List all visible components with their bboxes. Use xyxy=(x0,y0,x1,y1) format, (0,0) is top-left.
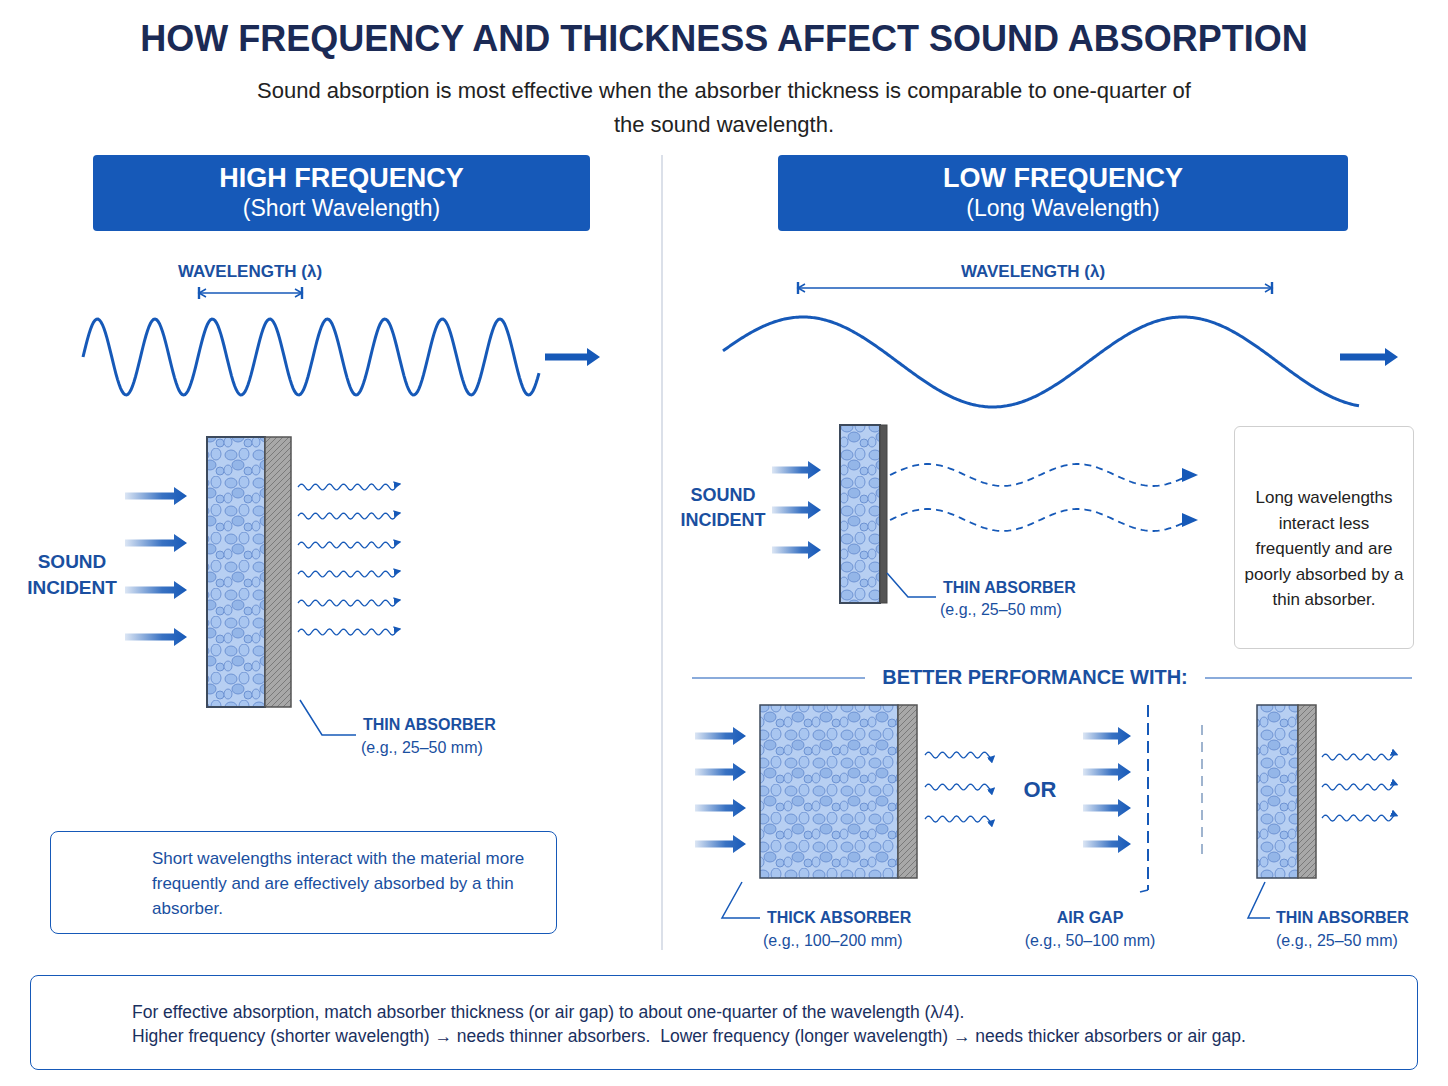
part-label: SOUND INCIDENT xyxy=(673,483,773,533)
transmitted-wave xyxy=(298,513,400,519)
section-header: HIGH FREQUENCY(Short Wavelength) xyxy=(93,155,590,231)
node-text: (Short Wavelength) xyxy=(103,193,580,223)
wavelength-bracket xyxy=(199,292,302,294)
incident-arrow xyxy=(125,581,187,599)
wavelength-bracket xyxy=(798,287,1272,289)
incident-arrow xyxy=(695,727,746,745)
transmitted-wave xyxy=(298,629,400,635)
incident-arrow xyxy=(1083,835,1131,853)
title: HOW FREQUENCY AND THICKNESS AFFECT SOUND… xyxy=(0,18,1448,60)
note-box: Long wavelengths interact less frequentl… xyxy=(1234,426,1414,649)
sound-wave xyxy=(83,319,539,395)
arrowhead xyxy=(1182,513,1198,527)
transmitted-wave xyxy=(925,816,994,822)
node-text: Long wavelengths interact less frequentl… xyxy=(1243,485,1405,613)
incident-arrow xyxy=(695,835,746,853)
incident-arrow xyxy=(125,628,187,646)
transmitted-wave xyxy=(1322,815,1397,821)
incident-arrow xyxy=(772,501,821,519)
transmitted-wave xyxy=(890,509,1190,531)
node-text: HIGH FREQUENCY xyxy=(103,163,580,193)
part-label: THIN ABSORBER xyxy=(363,714,496,736)
transmitted-wave xyxy=(298,600,400,606)
incident-arrow xyxy=(125,534,187,552)
node-text: LOW FREQUENCY xyxy=(788,163,1338,193)
dimension-label: (e.g., 100–200 mm) xyxy=(763,930,903,952)
rule xyxy=(692,677,865,678)
dimension-label: (e.g., 25–50 mm) xyxy=(1276,930,1398,952)
section-label: BETTER PERFORMANCE WITH: xyxy=(870,666,1200,688)
node-text: (Long Wavelength) xyxy=(788,193,1338,223)
transmitted-wave xyxy=(925,752,994,758)
incident-arrow xyxy=(772,541,821,559)
part-label: THIN ABSORBER xyxy=(943,577,1076,599)
dimension-label: (e.g., 25–50 mm) xyxy=(361,737,483,759)
part-label: THICK ABSORBER xyxy=(767,907,911,929)
transmitted-wave xyxy=(298,484,400,490)
incident-arrow xyxy=(695,799,746,817)
sound-wave xyxy=(723,317,1359,407)
incident-arrow xyxy=(1083,799,1131,817)
incident-arrow xyxy=(1083,763,1131,781)
direction-arrow xyxy=(1340,348,1398,366)
arrowhead xyxy=(1182,468,1198,482)
dimension-label: (e.g., 25–50 mm) xyxy=(940,599,1062,621)
direction-arrow xyxy=(545,348,600,366)
transmitted-wave xyxy=(890,464,1190,486)
transmitted-wave xyxy=(925,784,994,790)
transmitted-wave xyxy=(298,542,400,548)
node-text: Short wavelengths interact with the mate… xyxy=(152,846,544,921)
rule xyxy=(1205,677,1412,678)
air-gap-boundary xyxy=(1201,725,1203,860)
absorber xyxy=(207,425,1316,878)
transmitted-wave xyxy=(1322,754,1397,760)
dimension-label: WAVELENGTH (λ) xyxy=(923,261,1143,283)
note-box: Short wavelengths interact with the mate… xyxy=(50,831,557,934)
part-label: SOUND INCIDENT xyxy=(16,549,128,601)
dimension-label: WAVELENGTH (λ) xyxy=(140,261,360,283)
node-text: For effective absorption, match absorber… xyxy=(132,1000,1407,1024)
tip-box: For effective absorption, match absorber… xyxy=(30,975,1418,1070)
part-label: THIN ABSORBER xyxy=(1276,907,1409,929)
incident-arrow xyxy=(1083,727,1131,745)
node-text: Higher frequency (shorter wavelength) → … xyxy=(132,1024,1407,1048)
incident-arrow xyxy=(125,487,187,505)
part-label: AIR GAP xyxy=(1015,907,1165,929)
dimension-label: (e.g., 50–100 mm) xyxy=(990,930,1190,952)
transmitted-wave xyxy=(1322,784,1397,790)
subtitle: Sound absorption is most effective when … xyxy=(254,74,1194,142)
connector-word: OR xyxy=(1010,779,1070,801)
incident-arrow xyxy=(772,461,821,479)
incident-arrow xyxy=(695,763,746,781)
section-header: LOW FREQUENCY(Long Wavelength) xyxy=(778,155,1348,231)
divider xyxy=(661,155,663,950)
transmitted-wave xyxy=(298,571,400,577)
